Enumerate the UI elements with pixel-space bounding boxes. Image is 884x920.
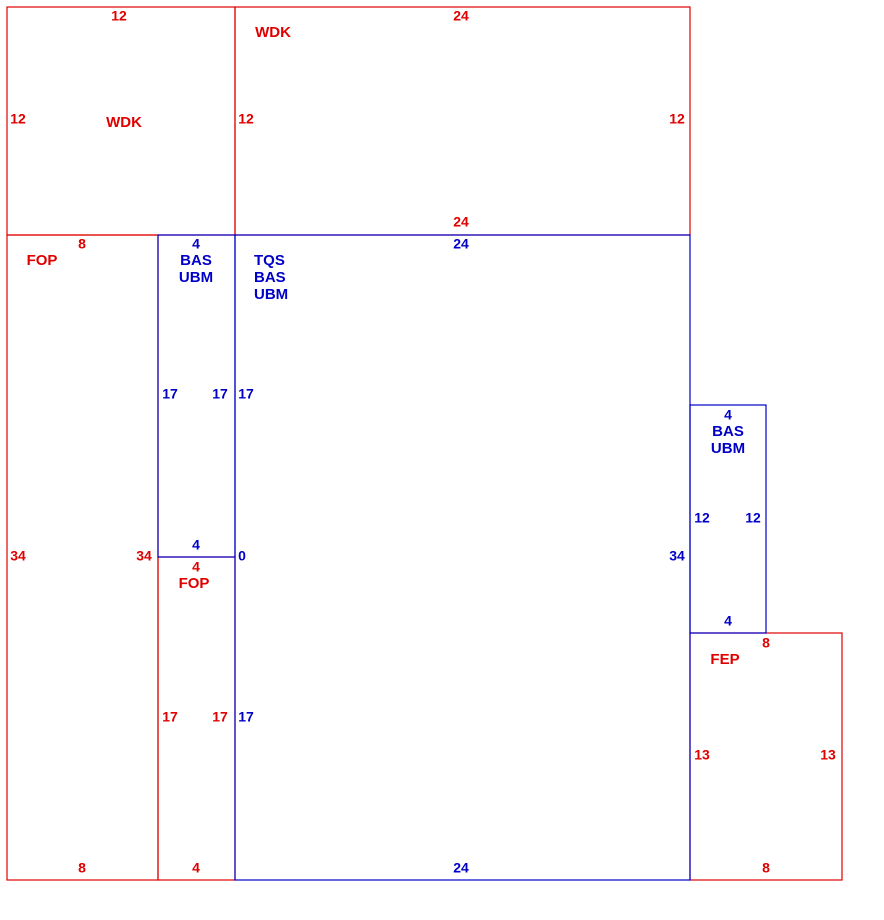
- bas-right-right-dim: 12: [745, 510, 761, 526]
- wdk-right-region: [234, 6, 691, 236]
- bas-right-label-line1: BAS: [712, 423, 744, 440]
- fop-left-left-dim: 34: [10, 548, 26, 564]
- fep-label: FEP: [710, 651, 739, 668]
- fep-region: [689, 632, 843, 881]
- wdk-left-label: WDK: [106, 114, 142, 131]
- fop-left-top-dim: 8: [78, 236, 86, 252]
- wdk-right-right-dim: 12: [669, 111, 685, 127]
- fop-left-bottom-dim: 8: [78, 860, 86, 876]
- bas-right-region: [689, 404, 767, 634]
- tqs-main-region: [234, 234, 691, 881]
- fep-right-dim: 13: [820, 747, 836, 763]
- fep-bottom-dim: 8: [762, 860, 770, 876]
- bas-column-right-dim: 17: [212, 386, 228, 402]
- wdk-right-top-dim: 24: [453, 8, 469, 24]
- bas-right-bottom-dim: 4: [724, 613, 732, 629]
- bas-right-label-line2: UBM: [711, 440, 745, 457]
- tqs-main-label-line2: BAS: [254, 269, 286, 286]
- tqs-main-left-lower-dim: 17: [238, 709, 254, 725]
- bas-column-bottom-dim: 4: [192, 537, 200, 553]
- tqs-main-left-upper-dim: 17: [238, 386, 254, 402]
- wdk-right-label: WDK: [255, 24, 291, 41]
- tqs-main-right-dim: 34: [669, 548, 685, 564]
- wdk-left-top-dim: 12: [111, 8, 127, 24]
- bas-right-left-dim: 12: [694, 510, 710, 526]
- fop-small-right-dim: 17: [212, 709, 228, 725]
- tqs-main-top-dim: 24: [453, 236, 469, 252]
- wdk-right-left-dim: 12: [238, 111, 254, 127]
- tqs-main-label-line1: TQS: [254, 252, 285, 269]
- fep-top-dim: 8: [762, 635, 770, 651]
- bas-right-top-dim: 4: [724, 407, 732, 423]
- wdk-right-bottom-dim: 24: [453, 214, 469, 230]
- fop-left-label: FOP: [27, 252, 58, 269]
- fop-left-right-dim: 34: [136, 548, 152, 564]
- fop-small-top-dim: 4: [192, 559, 200, 575]
- bas-column-label-line1: BAS: [180, 252, 212, 269]
- fop-small-label: FOP: [179, 575, 210, 592]
- fop-small-left-dim: 17: [162, 709, 178, 725]
- fop-small-bottom-dim: 4: [192, 860, 200, 876]
- bas-column-top-dim: 4: [192, 236, 200, 252]
- tqs-main-label-line3: UBM: [254, 286, 288, 303]
- bas-column-left-dim: 17: [162, 386, 178, 402]
- tqs-main-bottom-dim: 24: [453, 860, 469, 876]
- fep-left-dim: 13: [694, 747, 710, 763]
- bas-column-label-line2: UBM: [179, 269, 213, 286]
- wdk-left-left-dim: 12: [10, 111, 26, 127]
- tqs-main-left-mid-dim: 0: [238, 548, 246, 564]
